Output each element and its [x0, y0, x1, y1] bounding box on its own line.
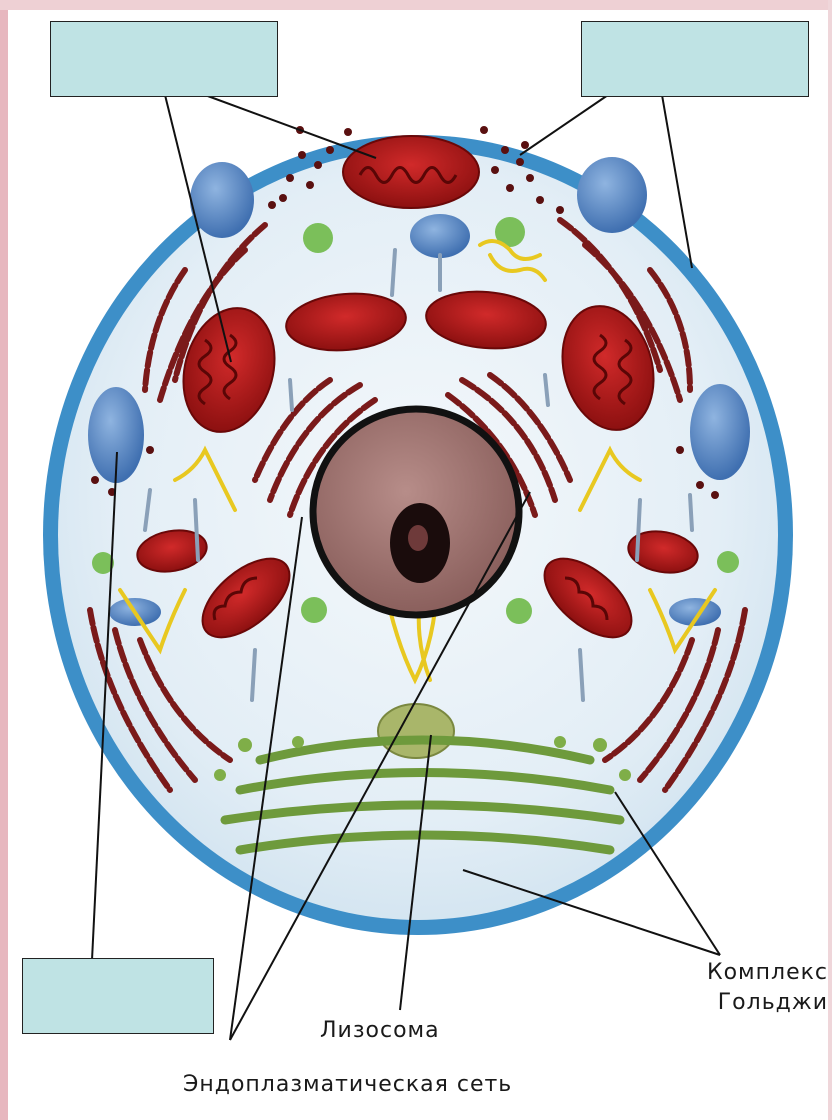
nucleus [313, 409, 519, 615]
lysosome-label: Лизосома [320, 1018, 440, 1043]
answer-box-bottom-left[interactable] [22, 958, 214, 1034]
golgi-label: Комплекс Гольджи [707, 958, 828, 1018]
er-label: Эндоплазматическая сеть [183, 1072, 512, 1097]
answer-box-top-right[interactable] [581, 21, 809, 97]
golgi-label-line2: Гольджи [707, 988, 828, 1018]
answer-box-top-left[interactable] [50, 21, 278, 97]
golgi-label-line1: Комплекс [707, 958, 828, 988]
